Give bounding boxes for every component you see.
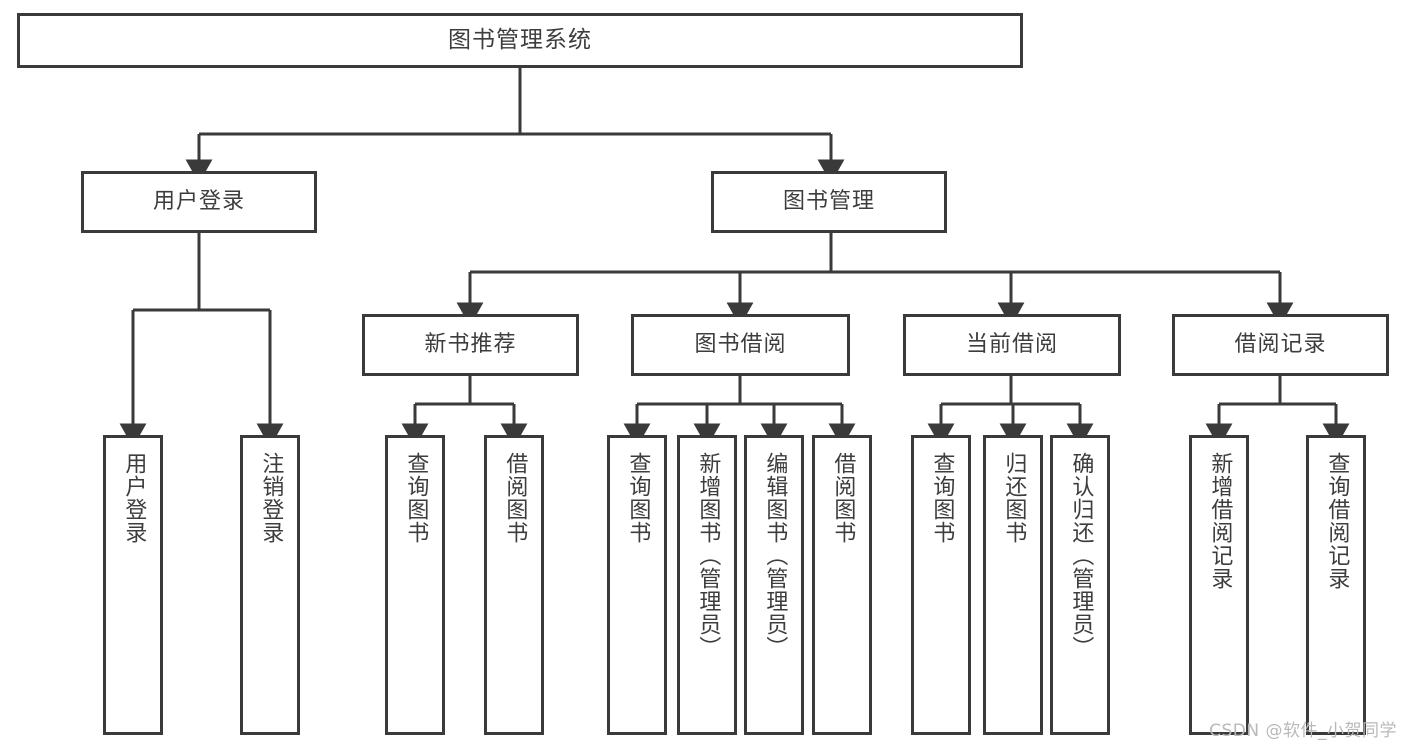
- node-return-book-label: 归还图书: [1001, 452, 1027, 544]
- node-borrow-book-action[interactable]: 借阅图书: [812, 435, 872, 735]
- node-current-borrow-label: 当前借阅: [965, 332, 1058, 357]
- node-query-book-current[interactable]: 查询图书: [911, 435, 971, 735]
- node-query-book-borrow[interactable]: 查询图书: [607, 435, 667, 735]
- node-book-manage-label: 图书管理: [782, 189, 875, 214]
- node-borrow-record-label: 借阅记录: [1234, 332, 1327, 357]
- node-add-borrow-record-label: 新增借阅记录: [1207, 452, 1233, 590]
- node-new-book-recommend[interactable]: 新书推荐: [362, 314, 579, 376]
- node-return-book[interactable]: 归还图书: [983, 435, 1043, 735]
- node-query-borrow-record-label: 查询借阅记录: [1324, 452, 1350, 590]
- node-add-book-admin-label: 新增图书（管理员）: [695, 452, 721, 659]
- node-confirm-return-admin-label: 确认归还（管理员）: [1068, 452, 1094, 659]
- node-add-book-admin[interactable]: 新增图书（管理员）: [677, 435, 737, 735]
- node-query-book-current-label: 查询图书: [929, 452, 955, 544]
- node-query-borrow-record[interactable]: 查询借阅记录: [1306, 435, 1366, 735]
- node-query-book-recommend[interactable]: 查询图书: [385, 435, 445, 735]
- node-book-borrow-label: 图书借阅: [694, 332, 787, 357]
- node-query-book-borrow-label: 查询图书: [625, 452, 651, 544]
- node-query-book-recommend-label: 查询图书: [403, 452, 429, 544]
- node-book-manage[interactable]: 图书管理: [711, 171, 947, 233]
- node-borrow-book-recommend[interactable]: 借阅图书: [484, 435, 544, 735]
- node-user-login-action-label: 用户登录: [121, 452, 147, 544]
- node-borrow-record[interactable]: 借阅记录: [1172, 314, 1389, 376]
- node-current-borrow[interactable]: 当前借阅: [903, 314, 1121, 376]
- node-user-login-label: 用户登录: [152, 189, 245, 214]
- node-borrow-book-action-label: 借阅图书: [830, 452, 856, 544]
- node-edit-book-admin[interactable]: 编辑图书（管理员）: [744, 435, 804, 735]
- csdn-watermark: CSDN @软件_小贺同学: [1209, 721, 1397, 741]
- node-new-book-recommend-label: 新书推荐: [424, 332, 517, 357]
- node-book-borrow[interactable]: 图书借阅: [631, 314, 850, 376]
- node-user-login[interactable]: 用户登录: [81, 171, 317, 233]
- node-borrow-book-recommend-label: 借阅图书: [502, 452, 528, 544]
- node-add-borrow-record[interactable]: 新增借阅记录: [1189, 435, 1249, 735]
- node-root-label: 图书管理系统: [448, 27, 592, 53]
- node-root[interactable]: 图书管理系统: [17, 13, 1023, 68]
- node-user-logout-action-label: 注销登录: [258, 452, 284, 544]
- node-user-logout-action[interactable]: 注销登录: [240, 435, 300, 735]
- node-confirm-return-admin[interactable]: 确认归还（管理员）: [1050, 435, 1110, 735]
- node-user-login-action[interactable]: 用户登录: [103, 435, 163, 735]
- node-edit-book-admin-label: 编辑图书（管理员）: [762, 452, 788, 659]
